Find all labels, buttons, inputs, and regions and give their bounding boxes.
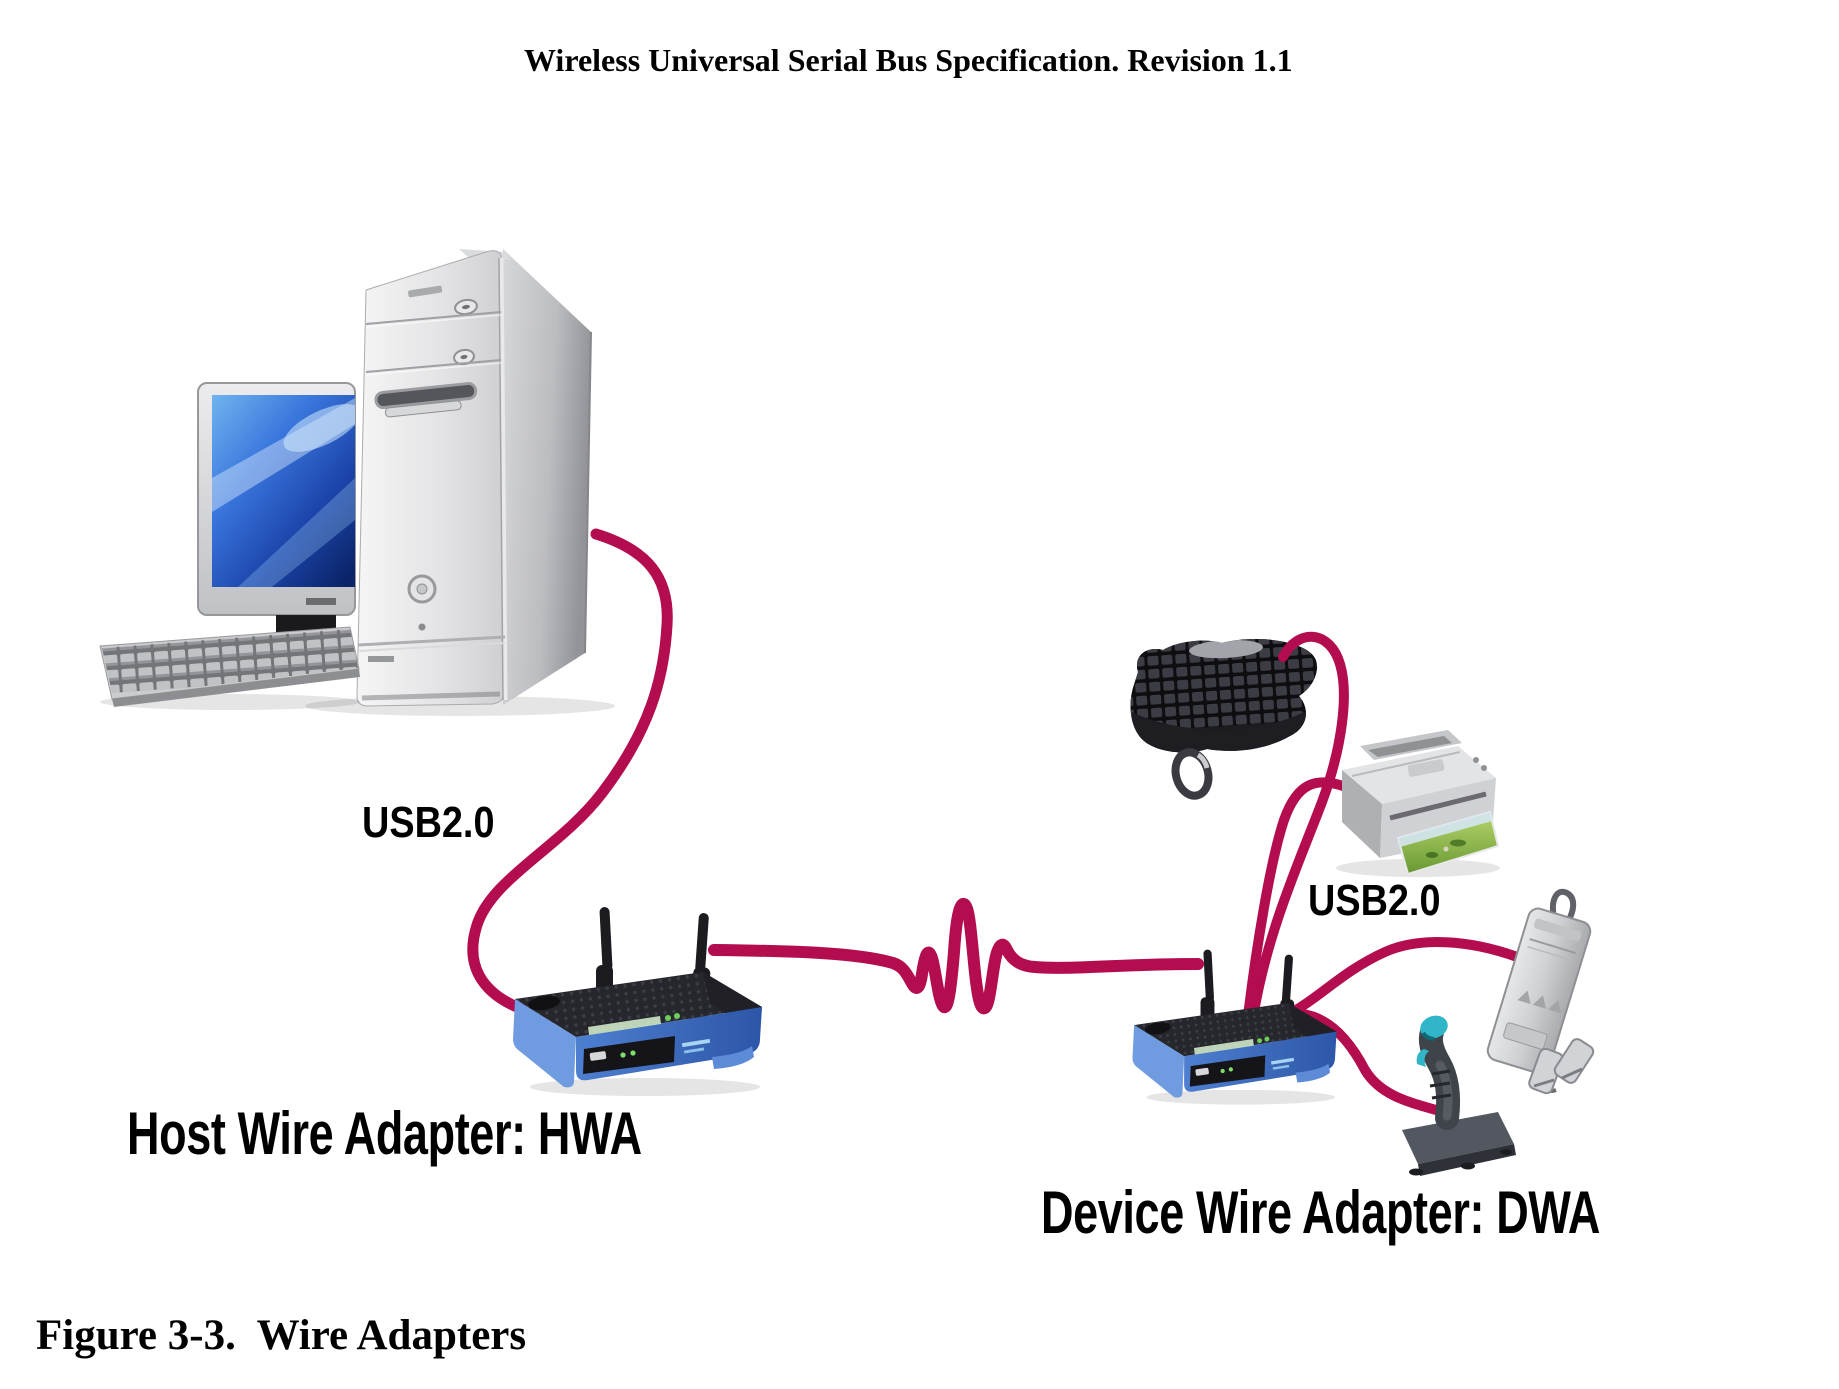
dwa-label: Device Wire Adapter: DWA: [1041, 1179, 1601, 1246]
usb2-label-device: USB2.0: [1308, 876, 1441, 925]
ring-accessory: [1171, 748, 1213, 800]
usb-cable-printer: [1243, 777, 1351, 1021]
usb-cable-portable-device: [1291, 936, 1535, 1015]
usb2-label-host: USB2.0: [362, 798, 495, 847]
figure-caption: Figure 3-3. Wire Adapters: [36, 1312, 527, 1359]
host-computer: [99, 249, 615, 716]
usb-cable-host-to-hwa: [467, 528, 673, 1024]
usb-cable-joystick: [1297, 1009, 1441, 1115]
usb-connector-icon: [1528, 1038, 1595, 1095]
computer-tower-icon: [305, 249, 615, 716]
device-wire-adapter: [1132, 949, 1337, 1105]
monitor-icon: [197, 382, 356, 657]
host-usb-cable-and-wireless-link: [467, 528, 1204, 1024]
printed-photo: [1396, 810, 1500, 876]
portable-device: [1486, 888, 1595, 1095]
hwa-label: Host Wire Adapter: HWA: [127, 1100, 642, 1167]
page-header: Wireless Universal Serial Bus Specificat…: [524, 42, 1293, 78]
dwa-usb-cables-up: [1243, 631, 1351, 1021]
host-wire-adapter: [513, 906, 762, 1096]
dwa-usb-cables-right: [1291, 936, 1535, 1115]
joystick: [1402, 1015, 1516, 1176]
wireless-keyboard: [1130, 639, 1318, 753]
usb-cable-keyboard: [1249, 631, 1349, 1017]
printer: [1336, 730, 1500, 877]
wireless-link-line: [708, 898, 1204, 1015]
